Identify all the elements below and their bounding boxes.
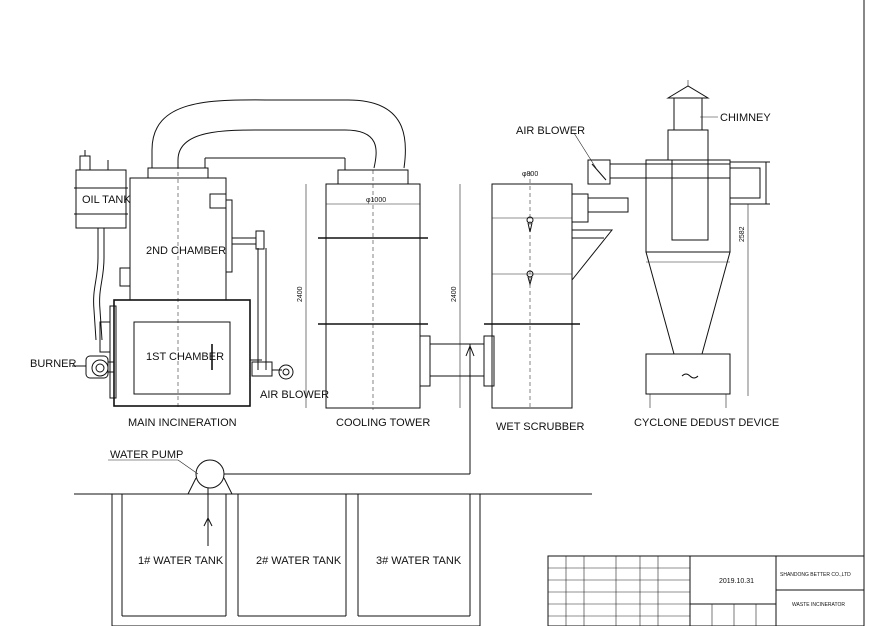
dim-cyclone-height: 2582 (739, 226, 746, 242)
main-incinerator (109, 99, 406, 410)
wet-scrubber (459, 172, 629, 410)
cooling-tower (305, 169, 484, 410)
burner (72, 321, 114, 379)
label-main-incineration: MAIN INCINERATION (128, 417, 237, 429)
dim-cooling-height: 2400 (297, 286, 304, 302)
label-chimney: CHIMNEY (720, 112, 771, 124)
water-tanks (74, 488, 592, 626)
dim-scrubber-diameter: φ800 (522, 171, 538, 178)
title-company: SHANDONG BETTER CO.,LTD (780, 572, 851, 578)
label-1st-chamber: 1ST CHAMBER (146, 351, 224, 363)
oil-tank (74, 150, 128, 341)
air-blower-lower (278, 364, 294, 380)
label-tank-2: 2# WATER TANK (256, 555, 342, 567)
label-air-blower-upper: AIR BLOWER (516, 125, 585, 137)
label-wet-scrubber: WET SCRUBBER (496, 421, 584, 433)
first-chamber-body (113, 299, 251, 407)
label-water-pump: WATER PUMP (110, 449, 183, 461)
air-blower-upper (573, 132, 730, 185)
label-burner: BURNER (30, 358, 77, 370)
dim-cooling-diameter: φ1000 (366, 197, 386, 204)
label-cyclone: CYCLONE DEDUST DEVICE (634, 417, 779, 429)
title-drawing-name: WASTE INCINERATOR (792, 602, 845, 608)
cyclone-dedust-device (645, 80, 770, 408)
water-pump (108, 344, 475, 495)
title-block: 2019.10.31 SHANDONG BETTER CO.,LTD WASTE… (547, 555, 865, 626)
label-cooling-tower: COOLING TOWER (336, 417, 430, 429)
label-2nd-chamber: 2ND CHAMBER (146, 245, 226, 257)
first-chamber-door (133, 321, 231, 395)
label-oil-tank: OIL TANK (82, 194, 131, 206)
dim-scrubber-height: 2400 (451, 286, 458, 302)
label-tank-1: 1# WATER TANK (138, 555, 224, 567)
label-tank-3: 3# WATER TANK (376, 555, 462, 567)
label-air-blower-lower: AIR BLOWER (260, 389, 329, 401)
title-date: 2019.10.31 (719, 578, 754, 585)
